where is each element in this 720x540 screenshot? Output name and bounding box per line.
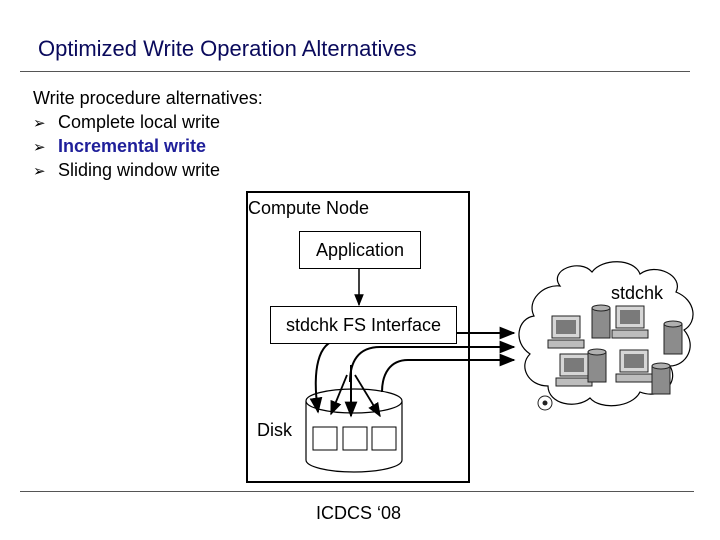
disk-label: Disk bbox=[257, 420, 292, 440]
remote-write-arrow bbox=[381, 353, 516, 393]
compute-node-box bbox=[246, 191, 470, 483]
application-box: Application bbox=[299, 231, 421, 269]
computer-icon bbox=[555, 353, 593, 387]
bullet-item: ➢ Complete local write bbox=[33, 112, 220, 133]
bullet-item: ➢ Incremental write bbox=[33, 136, 206, 157]
slide-title: Optimized Write Operation Alternatives bbox=[38, 36, 417, 61]
disk-drive-icon bbox=[537, 395, 553, 411]
disk-block bbox=[371, 426, 397, 451]
arrow-bullet-icon: ➢ bbox=[33, 138, 46, 156]
top-divider bbox=[20, 71, 690, 72]
bullet-item: ➢ Sliding window write bbox=[33, 160, 220, 181]
server-icon bbox=[591, 304, 611, 339]
server-icon bbox=[587, 348, 607, 383]
compute-node-label: Compute Node bbox=[248, 198, 370, 218]
disk-block bbox=[312, 426, 338, 451]
server-icon bbox=[663, 320, 683, 355]
computer-icon bbox=[611, 305, 649, 339]
intro-text: Write procedure alternatives: bbox=[33, 88, 263, 108]
stdchk-label: stdchk bbox=[611, 283, 664, 303]
computer-icon bbox=[547, 315, 585, 349]
remote-write-arrow bbox=[349, 340, 516, 383]
local-write-arrow bbox=[354, 374, 381, 418]
computer-icon bbox=[615, 349, 653, 383]
disk-block bbox=[342, 426, 368, 451]
arrow-bullet-icon: ➢ bbox=[33, 114, 46, 132]
slide-footer: ICDCS ‘08 bbox=[316, 503, 402, 523]
fs-interface-box: stdchk FS Interface bbox=[270, 306, 457, 344]
bullet-text: Sliding window write bbox=[58, 160, 221, 180]
bullet-text-highlighted: Incremental write bbox=[58, 136, 207, 156]
local-write-arrow bbox=[330, 374, 348, 416]
arrow-bullet-icon: ➢ bbox=[33, 162, 46, 180]
server-icon bbox=[651, 362, 671, 395]
bullet-text: Complete local write bbox=[58, 112, 221, 132]
bottom-divider bbox=[20, 491, 694, 492]
